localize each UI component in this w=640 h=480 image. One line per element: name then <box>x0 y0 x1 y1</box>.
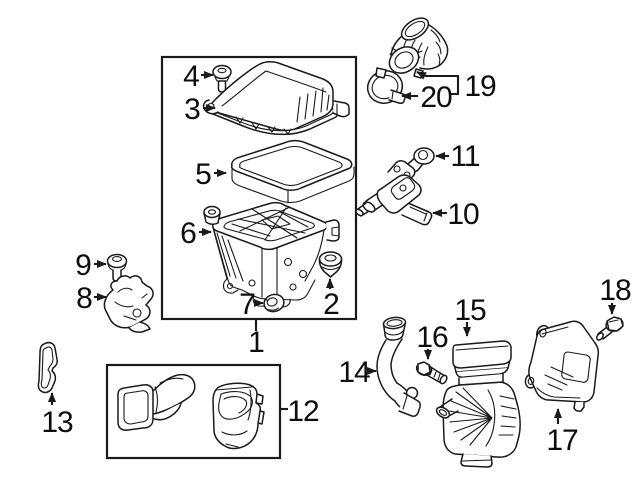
callout-18-label: 18 <box>599 274 631 307</box>
callout-16-label: 16 <box>416 321 448 354</box>
callout-2-label: 2 <box>323 288 339 321</box>
callout-3-label: 3 <box>184 93 200 126</box>
group-1-box <box>160 55 358 321</box>
part-10-sensor-drawing <box>355 159 433 226</box>
callout-20-label: 20 <box>420 81 452 114</box>
callout-13-label: 13 <box>41 406 73 439</box>
part-19-intake-hose-drawing <box>388 17 449 79</box>
callout-8: 8 <box>76 282 107 315</box>
part-6-housing-drawing <box>203 201 340 308</box>
callout-9-label: 9 <box>75 249 91 282</box>
part-16-bolt-drawing <box>415 361 448 385</box>
callout-14-label: 14 <box>338 356 370 389</box>
callout-1: 1 <box>248 320 265 359</box>
callout-10-label: 10 <box>447 198 479 231</box>
callout-9: 9 <box>75 249 107 282</box>
callout-15-label: 15 <box>454 294 486 327</box>
callout-13: 13 <box>41 392 74 439</box>
callout-12: 12 <box>280 395 320 428</box>
callout-19-label: 19 <box>464 70 496 103</box>
callout-17-label: 17 <box>546 424 578 457</box>
callout-12-label: 12 <box>287 395 319 428</box>
part-13-seal-drawing <box>37 341 58 394</box>
callout-18: 18 <box>599 274 632 315</box>
callout-15: 15 <box>454 294 487 337</box>
callout-5-label: 5 <box>195 158 211 191</box>
part-5-filter-drawing <box>230 140 355 204</box>
callout-16: 16 <box>416 321 449 360</box>
callout-5: 5 <box>195 158 227 191</box>
callout-7-label: 7 <box>239 288 255 321</box>
group-12-box <box>105 363 282 460</box>
callout-1-label: 1 <box>248 326 264 359</box>
callout-11: 11 <box>435 140 481 173</box>
callout-20: 20 <box>401 81 453 114</box>
part-15-resonator-drawing <box>435 340 521 468</box>
part-7-grommet-drawing <box>263 293 285 313</box>
callout-19: 19 <box>416 70 497 103</box>
callout-17: 17 <box>546 408 579 457</box>
part-17-bracket-drawing <box>524 320 600 412</box>
part-8-bracket-drawing <box>103 275 154 333</box>
callout-7: 7 <box>239 288 264 321</box>
part-12-duct-left-drawing <box>117 373 196 431</box>
callout-6: 6 <box>180 217 212 250</box>
callout-4: 4 <box>183 60 214 93</box>
part-2-grommet-drawing <box>318 251 343 278</box>
callout-3: 3 <box>184 93 216 126</box>
part-18-bolt-drawing <box>595 316 624 341</box>
callout-2: 2 <box>323 278 340 321</box>
callout-14: 14 <box>338 356 377 389</box>
callout-11-label: 11 <box>450 140 479 173</box>
part-12-duct-right-drawing <box>212 382 265 450</box>
part-14-hose-drawing <box>376 316 421 417</box>
callout-4-label: 4 <box>183 60 199 93</box>
callout-6-label: 6 <box>180 217 196 250</box>
callout-10: 10 <box>432 198 480 231</box>
callout-8-label: 8 <box>76 282 92 315</box>
